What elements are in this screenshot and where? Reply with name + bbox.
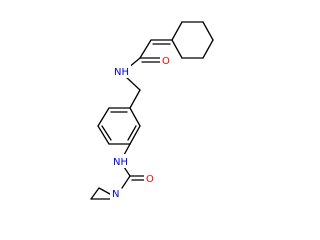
atom-mask-o-top [160, 53, 171, 67]
atom-o-amide-top: O [162, 56, 170, 67]
bond-urea-n [121, 175, 131, 189]
molecule-structure-diagram: NH O NH O N [90, 21, 214, 200]
bond-cyclohexane-6 [171, 39, 183, 59]
atom-mask-nh-top [112, 64, 131, 78]
bond-cyclohexane-4 [202, 39, 214, 59]
bond-nh-ch2 [124, 75, 141, 91]
bond-benzene-5 [129, 125, 141, 145]
bond-benzene-3 [97, 125, 110, 145]
bonds [90, 21, 214, 200]
atom-o-urea: O [146, 174, 154, 185]
bond-pyrrolidine-2 [90, 187, 100, 200]
atom-mask-n-pyrrolidine [110, 186, 121, 200]
bond-vinyl-carbonyl [139, 39, 152, 59]
bond-benzene-inner-2 [101, 125, 112, 141]
atom-nh-amide-top: NH [114, 67, 129, 78]
atom-mask-nh-urea [111, 154, 130, 168]
bond-cyclohexane-1 [171, 21, 183, 41]
bond-ch2-benzene [129, 89, 141, 109]
atom-nh-urea: NH [113, 157, 128, 168]
bond-pyrrolidine-1 [98, 187, 111, 195]
bond-benzene-6 [129, 107, 141, 127]
bond-cyclohexane-3 [202, 21, 214, 41]
atom-mask-o-urea [144, 171, 155, 185]
atom-labels: NH O NH O N [110, 53, 171, 200]
bond-benzene-nh [123, 143, 131, 156]
atom-n-pyrrolidine: N [112, 189, 119, 200]
bond-nh-urea-carbon [123, 166, 131, 177]
bond-benzene-inner-3 [127, 125, 137, 141]
bond-benzene-2 [97, 107, 110, 127]
